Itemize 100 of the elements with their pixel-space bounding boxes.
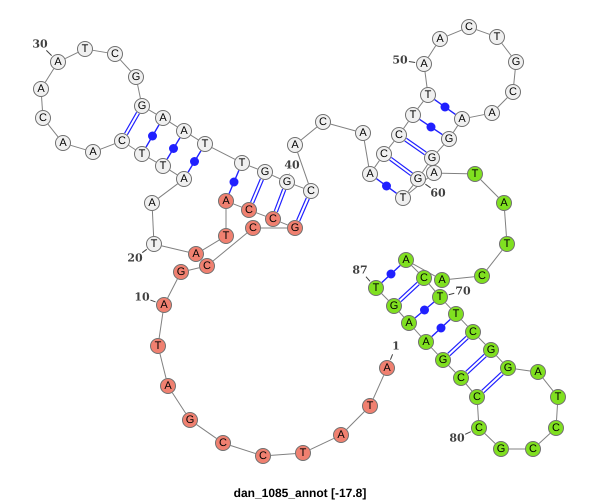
backbone-link [212, 232, 248, 262]
backbone-link [280, 222, 288, 226]
backbone-link [496, 355, 503, 363]
base-pair-bond [481, 372, 504, 394]
base-pair-bond [414, 302, 434, 318]
backbone-link [508, 448, 526, 450]
backbone-link [556, 404, 558, 421]
backbone-link [417, 100, 424, 110]
backbone-link [381, 293, 389, 301]
backbone-link [469, 114, 485, 118]
backbone-link [232, 203, 242, 208]
backbone-link [190, 134, 199, 140]
base-pair-bond [447, 336, 469, 356]
backbone-link [414, 328, 422, 337]
backbone-link [486, 250, 503, 270]
backbone-link [48, 124, 58, 138]
backbone-link [449, 276, 475, 280]
position-number: 50 [392, 54, 408, 66]
backbone-link [476, 29, 490, 35]
position-number: 80 [449, 432, 465, 444]
backbone-link [158, 183, 178, 199]
base-pair-bond [465, 354, 487, 374]
backbone-link [446, 30, 462, 36]
backbone-link [374, 160, 380, 168]
backbone-link [92, 50, 108, 54]
backbone-link [100, 143, 116, 150]
backbone-link [256, 212, 266, 217]
backbone-link [159, 353, 167, 379]
backbone-link [310, 438, 334, 450]
backbone-link [128, 144, 136, 150]
backbone-link [158, 312, 164, 339]
backbone-link [428, 284, 436, 292]
position-number: 10 [134, 292, 150, 302]
backbone-link [411, 265, 419, 273]
base-pair-bond [296, 197, 310, 222]
backbone-link [188, 267, 200, 271]
backbone-link [436, 144, 444, 153]
base-pair-bond [376, 178, 397, 194]
backbone-link [452, 125, 458, 133]
backbone-link [152, 210, 154, 236]
backbone-link [431, 347, 438, 355]
backbone-link [294, 184, 304, 189]
backbone-link [41, 96, 43, 111]
backbone-link [478, 337, 486, 345]
backbone-link [297, 152, 309, 184]
backbone-link [137, 84, 141, 99]
backbone-link [70, 144, 86, 150]
backbone-link [364, 140, 370, 167]
backbone-link [44, 68, 54, 83]
backbone-link [515, 368, 531, 372]
backbone-link [538, 432, 551, 444]
backbone-link [248, 165, 258, 170]
backbone-link [330, 124, 356, 132]
backbone-link [504, 210, 507, 237]
backbone-link [444, 302, 452, 309]
backbone-link [230, 444, 256, 454]
backbone-link [422, 164, 428, 173]
backbone-link [148, 109, 157, 115]
base-pair-bond [404, 138, 427, 156]
base-pair-bond [419, 118, 443, 136]
base-pair-bond [188, 150, 202, 172]
position-number: 1 [392, 340, 400, 352]
position-number: 30 [32, 38, 48, 50]
backbone-link [497, 97, 508, 108]
base-pair-bond [274, 188, 286, 212]
backbone-link [403, 121, 409, 129]
backbone-link [120, 59, 132, 72]
backbone-link [202, 240, 220, 250]
backbone-link [372, 374, 384, 400]
backbone-link [428, 45, 436, 58]
base-pair-bond [389, 156, 413, 176]
position-number: 87 [352, 264, 368, 276]
base-pair-bond [166, 138, 180, 160]
backbone-link [272, 174, 280, 180]
base-pair-bond [381, 264, 401, 284]
backbone-link [270, 453, 296, 456]
base-pair-bond [145, 124, 160, 148]
backbone-link [148, 157, 157, 163]
diagram-caption: dan_1085_annot [-17.8] [234, 485, 366, 502]
backbone-link [424, 71, 428, 88]
backbone-link [408, 178, 428, 194]
base-pair-bond [124, 112, 140, 136]
backbone-link [169, 122, 178, 128]
position-number: 70 [455, 286, 471, 296]
backbone-link [167, 278, 178, 298]
backbone-link [542, 378, 554, 392]
backbone-link [346, 411, 365, 430]
backbone-link [169, 170, 178, 176]
base-pair-bond [431, 318, 451, 338]
backbone-link [64, 52, 78, 60]
backbone-link [448, 365, 456, 373]
backbone-link [480, 179, 499, 198]
backbone-link [161, 245, 189, 253]
base-pair-bond [228, 170, 240, 194]
position-number: 40 [284, 160, 300, 170]
backbone-link [513, 69, 516, 85]
position-number: 60 [430, 188, 446, 198]
backbone-link [501, 42, 512, 56]
backbone-link [300, 126, 318, 140]
backbone-link [477, 404, 479, 421]
